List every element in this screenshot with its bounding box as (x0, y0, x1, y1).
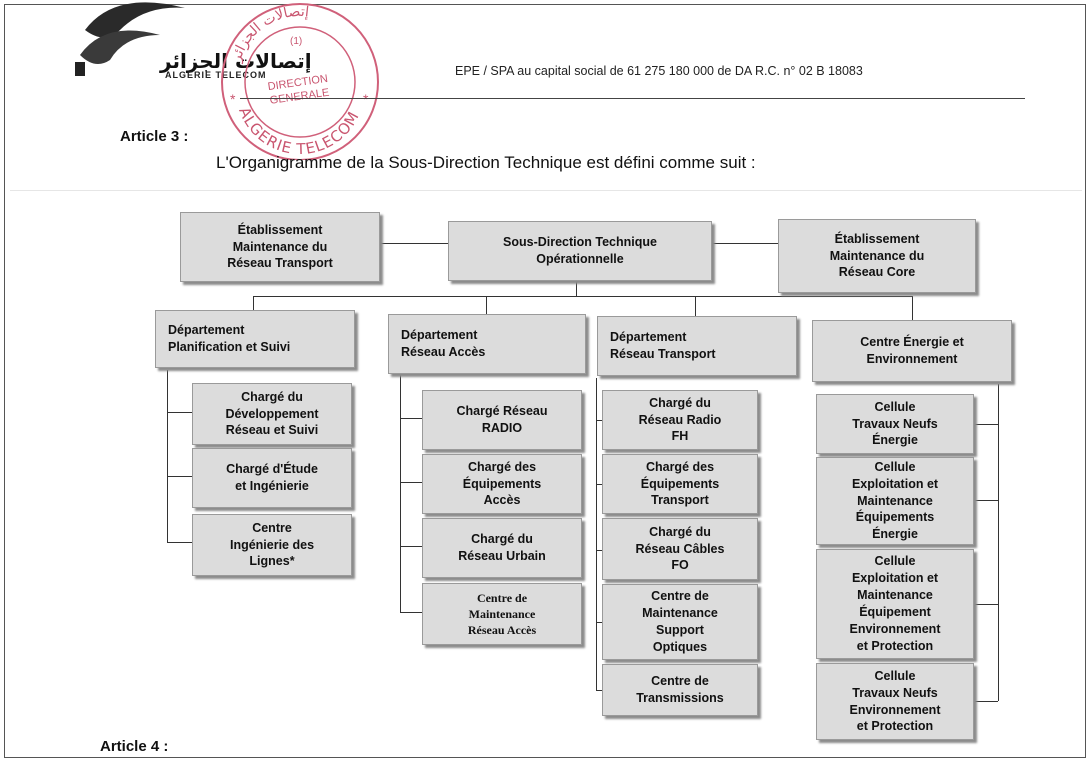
unit-equipements-acces: Chargé des Équipements Accès (422, 454, 582, 514)
cellule-exploitation-environnement: Cellule Exploitation et Maintenance Équi… (816, 549, 974, 659)
svg-text:*: * (230, 91, 236, 107)
unit-reseau-radio-fh: Chargé du Réseau Radio FH (602, 390, 758, 450)
cellule-travaux-energie: Cellule Travaux Neufs Énergie (816, 394, 974, 454)
logo-arabic-text: إتصالات الجزائر (160, 49, 312, 73)
unit-ingenierie-lignes: Centre Ingénierie des Lignes* (192, 514, 352, 576)
box-sous-direction: Sous-Direction Technique Opérationnelle (448, 221, 712, 281)
dept-reseau-transport: Département Réseau Transport (597, 316, 797, 376)
article-4-label: Article 4 : (100, 738, 169, 755)
stamp-bottom-text: ALGERIE TELECOM (235, 104, 362, 158)
stamp-number: (1) (290, 36, 302, 47)
cellule-travaux-environnement: Cellule Travaux Neufs Environnement et P… (816, 663, 974, 740)
unit-maintenance-acces: Centre de Maintenance Réseau Accès (422, 583, 582, 645)
article-3-label: Article 3 : (120, 128, 189, 145)
svg-text:إتصالات الجزائر: إتصالات الجزائر (228, 4, 310, 65)
box-etablissement-core: Établissement Maintenance du Réseau Core (778, 219, 976, 293)
unit-maintenance-support: Centre de Maintenance Support Optiques (602, 584, 758, 660)
logo-latin-text: ALGERIE TELECOM (165, 70, 267, 80)
unit-transmissions: Centre de Transmissions (602, 664, 758, 716)
box-etablissement-transport: Établissement Maintenance du Réseau Tran… (180, 212, 380, 282)
svg-text:*: * (363, 91, 369, 107)
centre-energie: Centre Énergie et Environnement (812, 320, 1012, 382)
company-info: EPE / SPA au capital social de 61 275 18… (455, 64, 863, 78)
official-stamp: إتصالات الجزائر ALGERIE TELECOM (1) DIRE… (221, 3, 379, 160)
dept-reseau-acces: Département Réseau Accès (388, 314, 586, 374)
unit-reseau-cables-fo: Chargé du Réseau Câbles FO (602, 518, 758, 580)
dept-planification: Département Planification et Suivi (155, 310, 355, 368)
page-frame (4, 4, 1086, 758)
svg-text:ALGERIE TELECOM: ALGERIE TELECOM (235, 104, 363, 158)
algerie-telecom-logo (75, 2, 185, 76)
unit-etude-ingenierie: Chargé d'Étude et Ingénierie (192, 448, 352, 508)
cellule-exploitation-energie: Cellule Exploitation et Maintenance Équi… (816, 457, 974, 545)
article-3-text: L'Organigramme de la Sous-Direction Tech… (216, 153, 756, 172)
stamp-arabic-text: إتصالات الجزائر (228, 4, 310, 65)
scan-line (10, 190, 1082, 191)
unit-developpement: Chargé du Développement Réseau et Suivi (192, 383, 352, 445)
unit-reseau-urbain: Chargé du Réseau Urbain (422, 518, 582, 578)
header-divider (240, 98, 1025, 99)
unit-reseau-radio: Chargé Réseau RADIO (422, 390, 582, 450)
unit-equipements-transport: Chargé des Équipements Transport (602, 454, 758, 514)
